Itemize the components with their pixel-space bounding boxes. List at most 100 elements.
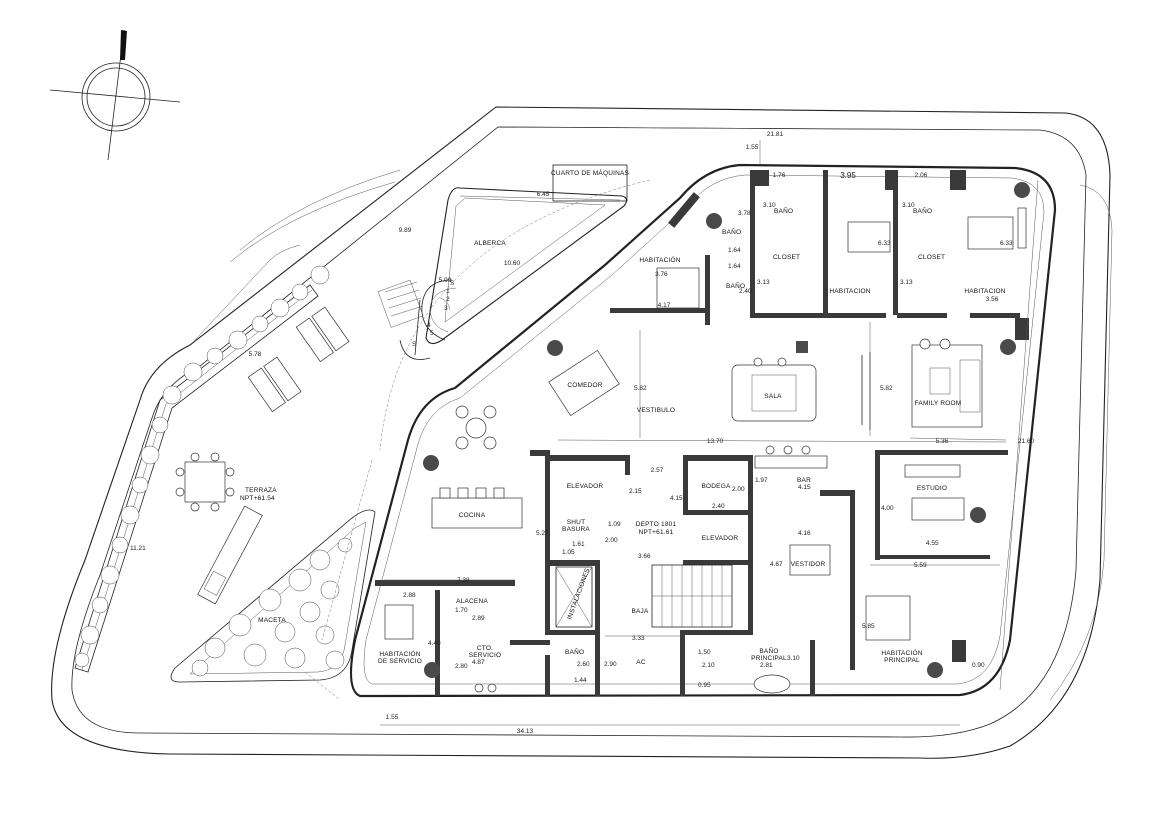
stair-number-4: 4 [427,322,431,329]
label-bano-principal-2: PRINCIPAL [751,655,787,662]
dim-1-64b: 1.64 [728,263,741,270]
pool [377,187,628,360]
planter-strip [74,265,330,673]
dim-2-00b: 2.00 [605,537,618,544]
label-elevador-2: ELEVADOR [702,535,739,542]
label-bano-principal-1: BAÑO [759,646,778,655]
label-bano-1: BAÑO [722,227,741,236]
dim-2-88: 2.88 [403,592,416,599]
dim-4-40: 4.40 [428,640,441,647]
label-cocina: COCINA [459,512,486,519]
dim-5-36: 5.36 [936,438,949,445]
dim-5-82a: 5.82 [634,385,647,392]
dim-2-06: 2.06 [915,172,928,179]
spiral-stair-numbers: 1 2 3 4 5 S S [412,280,455,348]
dim-2-81: 2.81 [760,662,773,669]
label-baja: BAJA [631,608,649,615]
apartment-walls [349,163,1057,698]
dim-1-55-bottom: 1.55 [386,714,399,721]
dim-4-55: 4.55 [926,540,939,547]
dim-1-70: 1.70 [455,607,468,614]
label-habitacion-1: HABITACIÓN [639,255,680,264]
label-habitacion-3: HABITACION [964,288,1005,295]
label-depto: DEPTO 1801 [636,521,677,528]
dim-21-81: 21.81 [767,131,784,138]
label-bar: BAR [797,477,811,484]
building-outline [51,106,1113,759]
columns [423,182,1030,678]
dim-5-99: 5.99 [439,277,452,284]
dim-5-82b: 5.82 [880,385,893,392]
dim-5-85: 5.85 [862,623,875,630]
dim-5-59: 5.59 [914,562,927,569]
dim-3-56: 3.56 [986,296,999,303]
label-cuarto-maquinas: CUARTO DE MÁQUINAS [551,168,630,177]
dim-2-90: 2.90 [604,661,617,668]
dim-34-13: 34.13 [517,728,534,735]
dim-3-33: 3.33 [632,635,645,642]
label-habitacion-2: HABITACION [829,288,870,295]
dim-9-89: 9.89 [399,227,412,234]
dim-6-33a: 6.33 [878,240,891,247]
dim-3-66: 3.66 [638,553,651,560]
interior-furniture [384,207,1027,694]
dimension-lines [304,126,1041,726]
dim-3-78: 3.78 [738,210,751,217]
dim-1-64a: 1.64 [728,247,741,254]
label-comedor: COMEDOR [567,382,602,389]
cuarto-maquinas [552,164,628,202]
label-bano-4: BAÑO [726,281,745,290]
dim-2-40b: 2.40 [712,503,725,510]
dim-1-50: 1.50 [698,649,711,656]
label-hab-principal-2: PRINCIPAL [884,657,920,664]
dim-6-45: 6.45 [537,191,550,198]
stair-s-top: S [450,280,455,287]
dim-6-33b: 6.33 [1000,240,1013,247]
dim-3-76: 3.76 [655,271,668,278]
dim-4-16: 4.16 [798,530,811,537]
label-elevador-1: ELEVADOR [567,483,604,490]
label-ac: AC [636,659,646,666]
dim-1-05: 1.05 [562,549,575,556]
dim-2-10: 2.10 [702,662,715,669]
dim-13-70: 13.70 [707,438,724,445]
dim-11-21: 11.21 [130,545,146,552]
stair-number-1: 1 [446,288,450,295]
maceta-planter [170,509,376,683]
label-alberca: ALBERCA [474,240,506,247]
stair-number-2: 2 [446,296,450,303]
label-hab-principal-1: HABITACIÓN [881,648,922,657]
dim-5-27: 5.27 [536,530,549,537]
label-maceta: MACETA [258,617,286,624]
label-cto-servicio-1: CTO. [477,645,493,652]
dim-3-95: 3.95 [840,171,856,180]
label-bano-2: BAÑO [774,206,793,215]
label-basura: BASURA [562,526,590,533]
label-terraza: TERRAZA [245,487,277,494]
terrace-furniture [175,306,350,605]
dim-4-17: 4.17 [658,302,671,309]
label-estudio: ESTUDIO [917,485,947,492]
room-labels: CUARTO DE MÁQUINAS ALBERCA TERRAZA NPT+6… [240,168,1006,666]
label-vestibulo: VESTIBULO [637,407,675,414]
label-depto-npt: NPT+61.61 [639,529,674,536]
dim-2-60: 2.60 [577,661,590,668]
dim-1-09: 1.09 [608,521,621,528]
dim-3-10b: 3.10 [902,202,915,209]
label-vestidor: VESTIDOR [791,561,826,568]
label-bano-3: BAÑO [913,206,932,215]
stair-number-5: 5 [430,330,434,337]
dim-4-87: 4.87 [472,659,485,666]
label-bodega: BODEGA [701,483,730,490]
dim-5-78: 5.78 [249,351,262,358]
dim-2-89: 2.89 [472,615,485,622]
dim-3-13a: 3.13 [757,279,770,286]
dimension-labels: 21.81 1.55 3.95 6.45 9.89 10.60 5.99 1.7… [130,131,1035,735]
stair-number-3: 3 [444,305,448,312]
dim-1-76: 1.76 [773,172,786,179]
dim-2-57: 2.57 [651,467,664,474]
label-hab-servicio-1: HABITACIÓN [379,649,420,658]
label-sala: SALA [764,393,782,400]
dim-3-10a: 3.10 [763,202,776,209]
